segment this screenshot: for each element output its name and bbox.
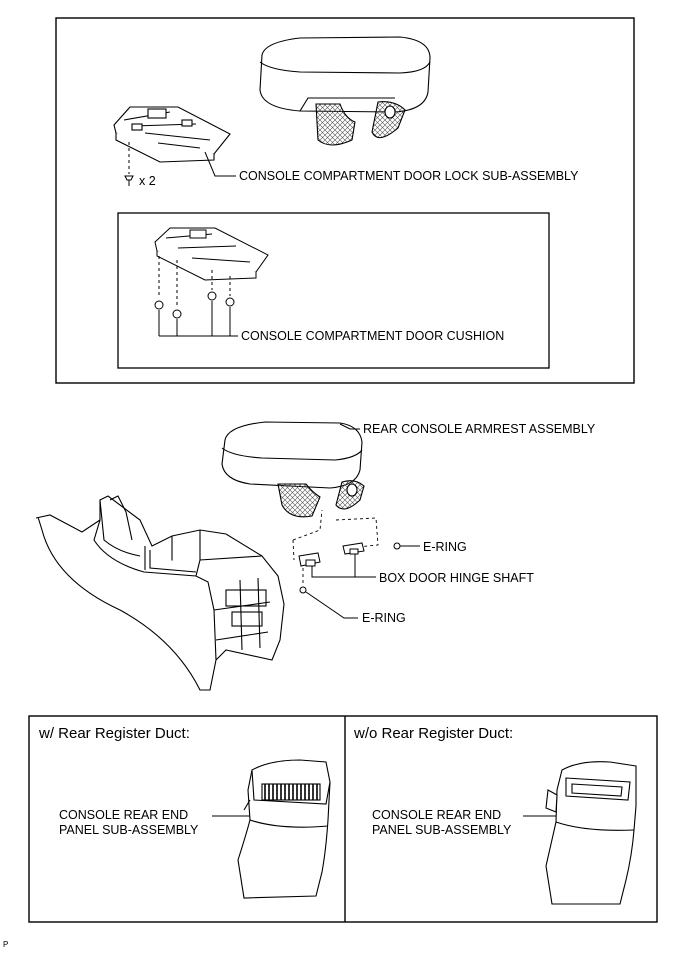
screw-drawing [124, 142, 134, 186]
rear-end-panel-with-duct-drawing [237, 759, 331, 899]
armrest-leader-line [339, 423, 360, 430]
lock-sub-assembly-drawing [113, 106, 231, 163]
armrest-assembly-drawing [221, 421, 365, 518]
cushion-group-frame [117, 212, 550, 369]
with-duct-part-line1: CONSOLE REAR END [59, 808, 189, 822]
footer-code: P [3, 940, 9, 949]
variant-header-with-duct: w/ Rear Register Duct: [39, 725, 190, 742]
hinge-leader-line [311, 554, 376, 578]
cushion-clips [154, 256, 235, 319]
upper-group-frame [55, 17, 635, 384]
cushion-leader-line [158, 301, 238, 337]
with-duct-part-line2: PANEL SUB-ASSEMBLY [59, 823, 199, 837]
armrest-lid-top-drawing [259, 36, 431, 146]
lock-leader-line [204, 151, 236, 177]
hinge-shaft-label: BOX DOOR HINGE SHAFT [379, 571, 534, 585]
variant-table-frame [28, 715, 658, 923]
e-ring-lower-leader [305, 591, 358, 619]
hinge-guide-lines [292, 509, 379, 586]
door-cushion-label: CONSOLE COMPARTMENT DOOR CUSHION [241, 329, 505, 343]
screw-quantity: x 2 [139, 174, 156, 188]
e-ring-lower-label: E-RING [362, 611, 406, 625]
e-ring-upper-label: E-RING [423, 540, 467, 554]
armrest-assembly-label: REAR CONSOLE ARMREST ASSEMBLY [363, 422, 596, 436]
rear-end-panel-without-duct-drawing [545, 761, 637, 905]
console-box-drawing [35, 495, 285, 691]
hinge-shafts-drawing [298, 542, 365, 567]
without-duct-part-line2: PANEL SUB-ASSEMBLY [372, 823, 512, 837]
without-duct-part-line1: CONSOLE REAR END [372, 808, 502, 822]
variant-header-without-duct: w/o Rear Register Duct: [354, 725, 514, 742]
lock-sub-assembly-label: CONSOLE COMPARTMENT DOOR LOCK SUB-ASSEMB… [239, 169, 579, 183]
lock-sub-assembly-small-drawing [154, 227, 269, 281]
